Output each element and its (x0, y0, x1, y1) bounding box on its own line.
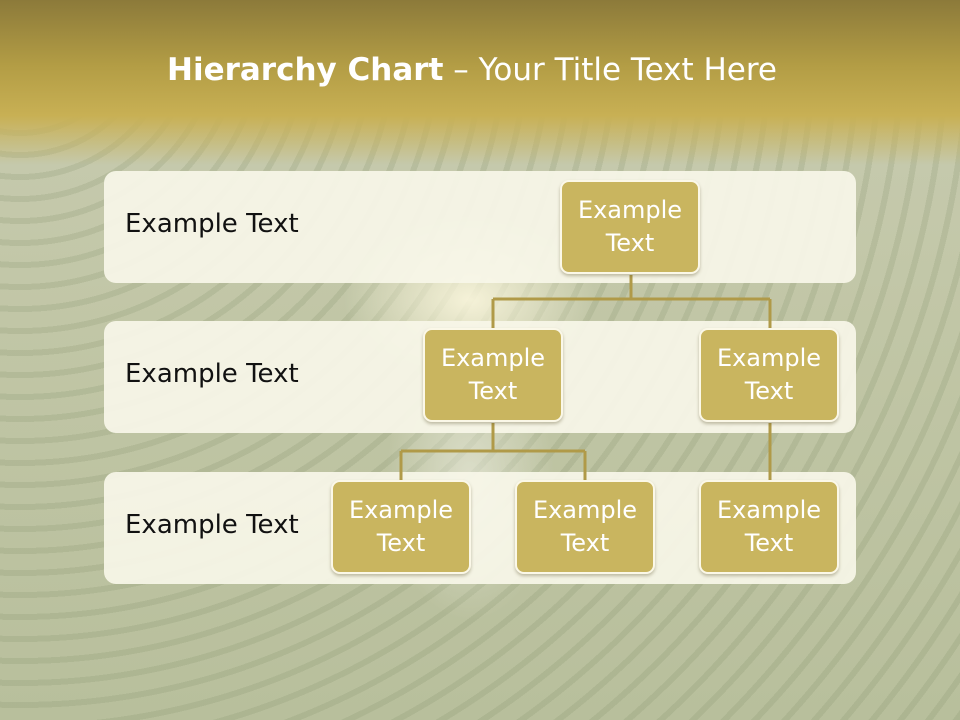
row-label: Example Text (125, 359, 299, 389)
node-level2-left[interactable]: Example Text (423, 328, 563, 422)
node-level2-right[interactable]: Example Text (699, 328, 839, 422)
title-rest: – Your Title Text Here (443, 52, 777, 88)
node-level3-middle[interactable]: Example Text (515, 480, 655, 574)
row-label: Example Text (125, 209, 299, 239)
node-label: Example Text (716, 344, 822, 405)
slide-title: Hierarchy Chart – Your Title Text Here (0, 52, 944, 88)
level-1-row: Example Text (104, 171, 856, 283)
node-label: Example Text (348, 496, 454, 557)
node-label: Example Text (716, 496, 822, 557)
title-bold: Hierarchy Chart (167, 52, 444, 88)
node-level3-right[interactable]: Example Text (699, 480, 839, 574)
node-level1-root[interactable]: Example Text (560, 180, 700, 274)
node-level3-left[interactable]: Example Text (331, 480, 471, 574)
row-label: Example Text (125, 510, 299, 540)
node-label: Example Text (577, 196, 683, 257)
header-band (0, 0, 960, 165)
node-label: Example Text (532, 496, 638, 557)
node-label: Example Text (440, 344, 546, 405)
